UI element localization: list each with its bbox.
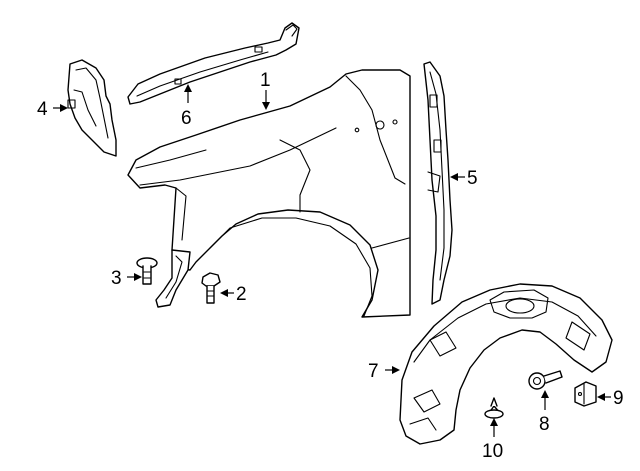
fender-bracket-part[interactable] — [155, 249, 191, 308]
callout-labels: 1 2 3 4 5 6 7 8 9 10 — [37, 70, 624, 462]
arrow-5-icon — [450, 173, 458, 181]
arrow-9-icon — [597, 393, 605, 401]
clip-part[interactable] — [574, 381, 597, 407]
pin-part[interactable] — [136, 257, 158, 285]
arrow-10-icon — [490, 418, 498, 426]
side-seal-part[interactable] — [423, 61, 453, 305]
arrow-6-icon — [184, 84, 192, 92]
callout-9: 9 — [613, 388, 624, 409]
callout-8: 8 — [539, 414, 550, 435]
arrow-7-icon — [392, 366, 400, 374]
callout-5: 5 — [467, 168, 478, 189]
liner-part[interactable] — [399, 283, 613, 445]
callout-2: 2 — [236, 284, 247, 305]
leader-lines — [53, 84, 611, 437]
rear-seal-part[interactable] — [67, 59, 117, 157]
callout-1: 1 — [260, 70, 271, 91]
arrow-2-icon — [220, 289, 228, 297]
rivet-part[interactable] — [484, 397, 504, 419]
callout-6: 6 — [181, 108, 192, 129]
fender-part[interactable] — [127, 69, 411, 318]
screw-part[interactable] — [528, 370, 563, 390]
arrow-4-icon — [60, 104, 68, 112]
arrow-1-icon — [262, 102, 270, 110]
arrow-8-icon — [541, 390, 549, 398]
callout-7: 7 — [368, 361, 379, 382]
callout-10: 10 — [482, 441, 503, 462]
callout-3: 3 — [111, 268, 122, 289]
callout-4: 4 — [37, 99, 48, 120]
arrow-3-icon — [134, 273, 142, 281]
bolt-part[interactable] — [201, 272, 221, 304]
upper-seal-part[interactable] — [127, 22, 300, 105]
